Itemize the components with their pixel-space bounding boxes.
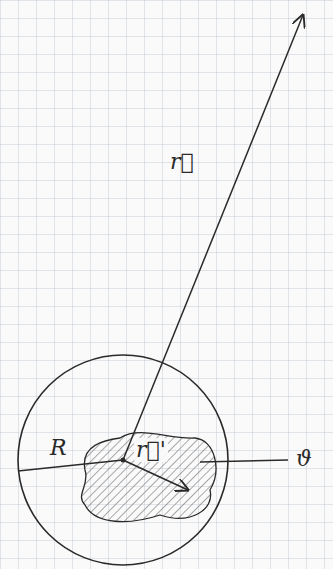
vector-label: r⃗' (134, 438, 168, 462)
source-vector (123, 460, 188, 490)
vector-label: r⃗ (168, 150, 196, 174)
center-dot (121, 458, 126, 463)
radius-line (18, 460, 123, 471)
sphere-outline (18, 355, 228, 565)
radius-label: R (48, 436, 69, 460)
charge-blob (81, 433, 215, 522)
volume-label: ϑ (294, 447, 314, 471)
position-vector (123, 15, 303, 460)
leader-line (200, 460, 288, 462)
